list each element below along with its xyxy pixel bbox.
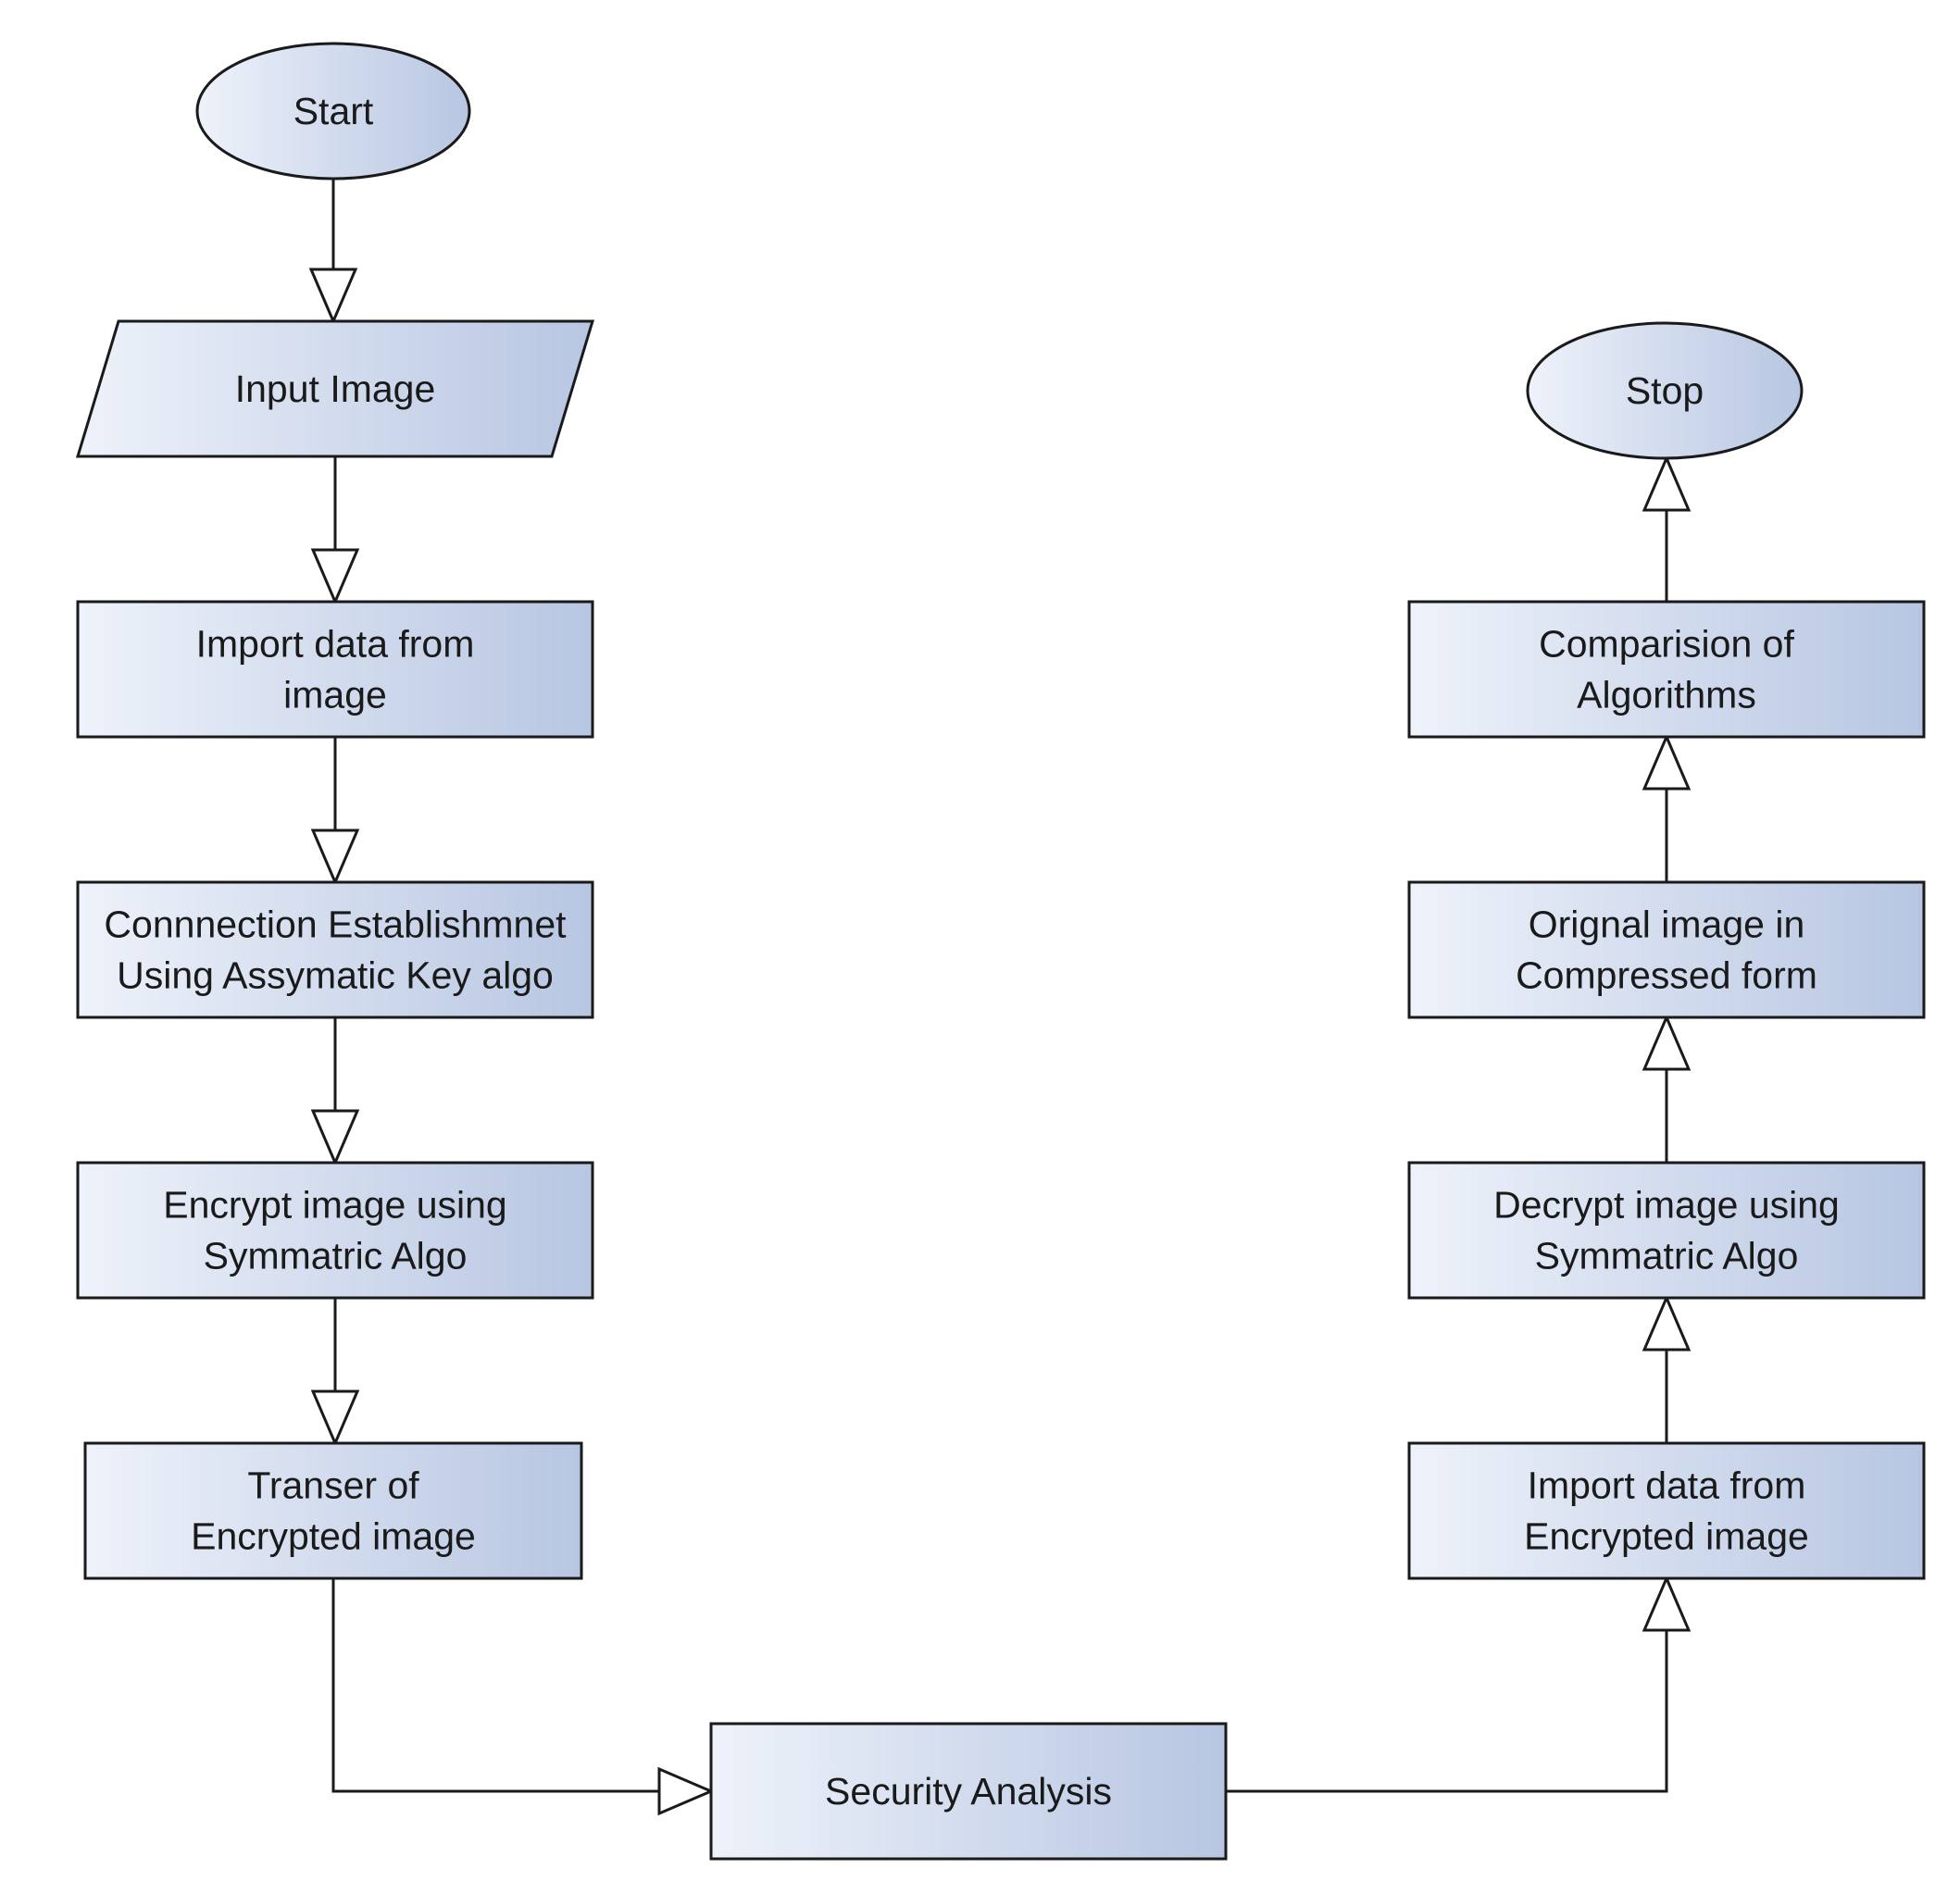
arrowhead <box>310 1389 360 1447</box>
edge-import-data-to-connection <box>310 737 360 886</box>
node-label-line: Start <box>293 90 374 132</box>
node-start: Start <box>195 42 471 181</box>
edge-comparison-to-stop <box>1642 455 1692 602</box>
edge-input-image-to-import-data <box>310 456 360 605</box>
node-label-line: Decrypt image using <box>1493 1184 1840 1227</box>
process-shape <box>1407 880 1926 1019</box>
node-label-line: Encrypted image <box>1524 1515 1809 1558</box>
edge-encrypt-to-transfer <box>310 1298 360 1447</box>
node-label-line: Compressed form <box>1516 954 1817 997</box>
node-label-line: Import data from <box>196 623 475 666</box>
data-shape <box>75 319 595 458</box>
edge-start-to-input-image <box>308 179 358 325</box>
edges-layer <box>308 179 1692 1816</box>
node-label-line: Using Assymatic Key algo <box>117 954 554 997</box>
node-label-line: Encrypted image <box>191 1515 476 1558</box>
process-shape <box>1407 1441 1926 1580</box>
process-shape <box>1407 600 1926 739</box>
edge-decrypt-to-original <box>1642 1014 1692 1163</box>
node-comparison: Comparision of Algorithms <box>1407 600 1926 739</box>
arrowhead <box>1642 733 1692 791</box>
node-label-line: Algorithms <box>1577 674 1756 716</box>
node-label-line: Comparision of <box>1539 623 1794 666</box>
arrowhead <box>1642 1575 1692 1632</box>
node-label-line: Security Analysis <box>825 1770 1112 1813</box>
process-shape <box>76 880 594 1019</box>
arrowhead <box>310 829 360 886</box>
arrowhead <box>1642 1294 1692 1352</box>
node-original: Orignal image in Compressed form <box>1407 880 1926 1019</box>
node-transfer: Transer of Encrypted image <box>83 1441 583 1580</box>
arrowhead <box>310 1109 360 1166</box>
process-shape <box>1407 1161 1926 1300</box>
node-label-line: Encrypt image using <box>163 1184 506 1227</box>
edge-connection-to-encrypt <box>310 1017 360 1166</box>
terminator-shape <box>195 42 471 181</box>
edge-import-encrypted-to-decrypt <box>1642 1294 1692 1443</box>
edge-original-to-comparison <box>1642 733 1692 882</box>
terminator-shape <box>1526 321 1804 460</box>
process-shape <box>76 600 594 739</box>
node-label-line: Input Image <box>235 368 436 410</box>
node-import-data: Import data from image <box>76 600 594 739</box>
node-label-line: image <box>283 674 387 716</box>
arrowhead <box>1642 1014 1692 1071</box>
arrowhead <box>1642 455 1692 512</box>
process-shape <box>709 1722 1228 1861</box>
node-label-line: Stop <box>1626 369 1704 412</box>
node-label-line: Symmatric Algo <box>204 1235 468 1277</box>
edge-transfer-to-security <box>331 1578 715 1816</box>
node-label-line: Connnection Establishmnet <box>104 903 567 946</box>
node-input-image: Input Image <box>75 319 595 458</box>
arrowhead <box>310 548 360 605</box>
node-label-line: Symmatric Algo <box>1535 1235 1799 1277</box>
node-label-line: Transer of <box>247 1464 419 1507</box>
edge-security-to-import-encrypted <box>1226 1575 1692 1793</box>
node-security: Security Analysis <box>709 1722 1228 1861</box>
process-shape <box>83 1441 583 1580</box>
node-label-line: Orignal image in <box>1529 903 1805 946</box>
process-shape <box>76 1161 594 1300</box>
node-label-line: Import data from <box>1528 1464 1806 1507</box>
connector-line <box>1226 1578 1668 1793</box>
connector-line <box>331 1578 711 1793</box>
node-stop: Stop <box>1526 321 1804 460</box>
arrowhead <box>657 1766 715 1816</box>
arrowhead <box>308 268 358 325</box>
